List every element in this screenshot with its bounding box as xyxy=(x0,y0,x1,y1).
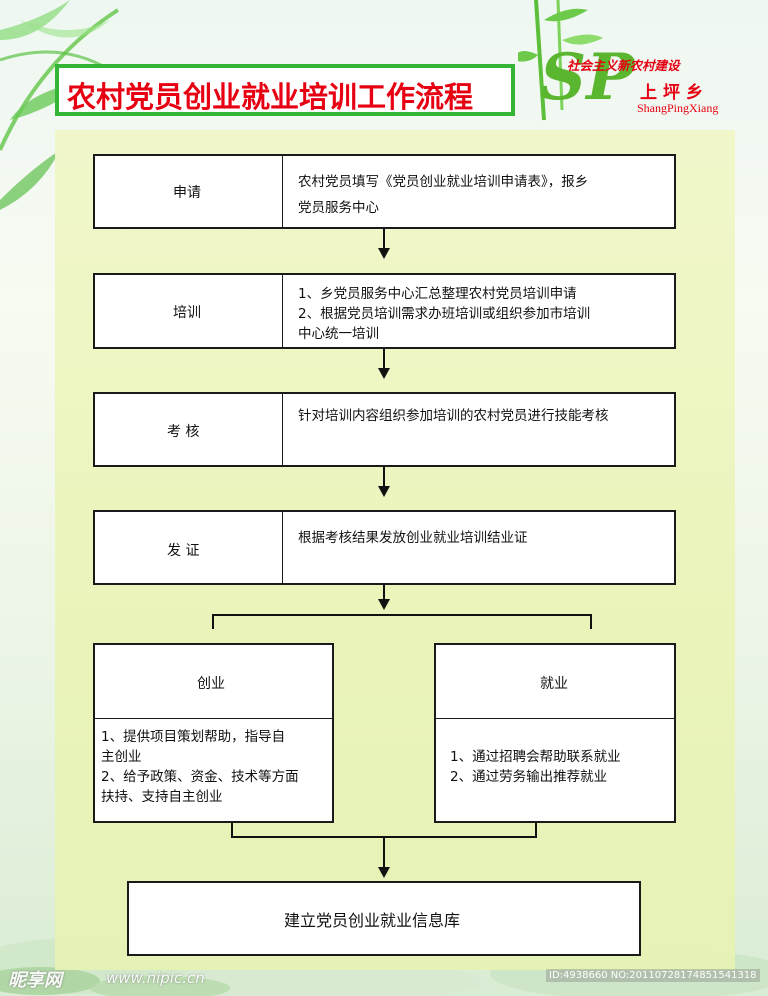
image-id-label: ID:4938660 NO:20110728174851541318 xyxy=(546,969,760,982)
step-exam-box: 考 核 针对培训内容组织参加培训的农村党员进行技能考核 xyxy=(93,392,676,467)
branch-desc-line: 1、提供项目策划帮助，指导自 xyxy=(101,729,286,745)
arrow-down-icon xyxy=(378,599,390,610)
branch-entrepreneurship-box: 创业 1、提供项目策划帮助，指导自 主创业 2、给予政策、资金、技术等方面 扶持… xyxy=(93,643,334,823)
logo-name-cn: 上坪乡 xyxy=(640,83,709,103)
arrow-down-icon xyxy=(378,867,390,878)
step-desc-line: 根据考核结果发放创业就业培训结业证 xyxy=(298,530,528,546)
branch-merge-right xyxy=(535,823,537,837)
step-divider xyxy=(282,394,283,465)
logo-slogan: 社会主义新农村建设 xyxy=(567,58,680,73)
branch-desc-line: 扶持、支持自主创业 xyxy=(101,789,223,805)
step-certificate-box: 发 证 根据考核结果发放创业就业培训结业证 xyxy=(93,510,676,585)
branch-split-left xyxy=(212,614,214,629)
step-desc-line: 1、乡党员服务中心汇总整理农村党员培训申请 xyxy=(298,286,577,302)
connector-line xyxy=(383,349,385,369)
branch-desc-line: 2、给予政策、资金、技术等方面 xyxy=(101,769,299,785)
watermark-url: www.nipic.cn xyxy=(106,969,205,987)
step-apply-box: 申请 农村党员填写《党员创业就业培训申请表》，报乡 党员服务中心 xyxy=(93,154,676,229)
logo-sp-letters: SP xyxy=(540,40,635,115)
branch-split-right xyxy=(590,614,592,629)
step-divider xyxy=(282,512,283,583)
arrow-down-icon xyxy=(378,368,390,379)
arrow-down-icon xyxy=(378,248,390,259)
branch-merge-left xyxy=(231,823,233,837)
step-desc-line: 2、根据党员培训需求办班培训或组织参加市培训 xyxy=(298,306,591,322)
branch-split-line xyxy=(212,614,592,616)
final-database-box: 建立党员创业就业信息库 xyxy=(127,881,641,956)
final-label: 建立党员创业就业信息库 xyxy=(284,911,461,930)
arrow-down-icon xyxy=(378,486,390,497)
branch-employment-box: 就业 1、通过招聘会帮助联系就业 2、通过劳务输出推荐就业 xyxy=(434,643,676,823)
connector-line xyxy=(383,836,385,868)
watermark-site: 昵享网 xyxy=(8,970,62,991)
step-desc-line: 党员服务中心 xyxy=(298,200,379,216)
branch-desc-line: 1、通过招聘会帮助联系就业 xyxy=(450,749,621,765)
step-label: 培训 xyxy=(173,305,201,321)
branch-desc-line: 主创业 xyxy=(101,749,142,765)
branch-divider xyxy=(95,718,332,719)
bamboo-decoration-right xyxy=(518,0,603,121)
step-label: 申请 xyxy=(173,185,201,201)
step-desc-line: 针对培训内容组织参加培训的农村党员进行技能考核 xyxy=(298,408,609,424)
branch-divider xyxy=(436,718,674,719)
step-divider xyxy=(282,156,283,227)
connector-line xyxy=(383,229,385,249)
title-banner: 农村党员创业就业培训工作流程 xyxy=(55,64,515,116)
step-label: 发 证 xyxy=(167,543,200,559)
connector-line xyxy=(383,467,385,487)
step-desc-line: 农村党员填写《党员创业就业培训申请表》，报乡 xyxy=(298,174,589,190)
branch-label: 创业 xyxy=(197,676,225,692)
step-training-box: 培训 1、乡党员服务中心汇总整理农村党员培训申请 2、根据党员培训需求办班培训或… xyxy=(93,273,676,349)
branch-desc-line: 2、通过劳务输出推荐就业 xyxy=(450,769,608,785)
logo-name-en: ShangPingXiang xyxy=(637,101,719,115)
connector-line xyxy=(383,585,385,601)
step-desc-line: 中心统一培训 xyxy=(298,326,379,342)
branch-label: 就业 xyxy=(540,676,568,692)
step-label: 考 核 xyxy=(167,424,200,440)
step-divider xyxy=(282,275,283,347)
page-title: 农村党员创业就业培训工作流程 xyxy=(67,80,474,114)
